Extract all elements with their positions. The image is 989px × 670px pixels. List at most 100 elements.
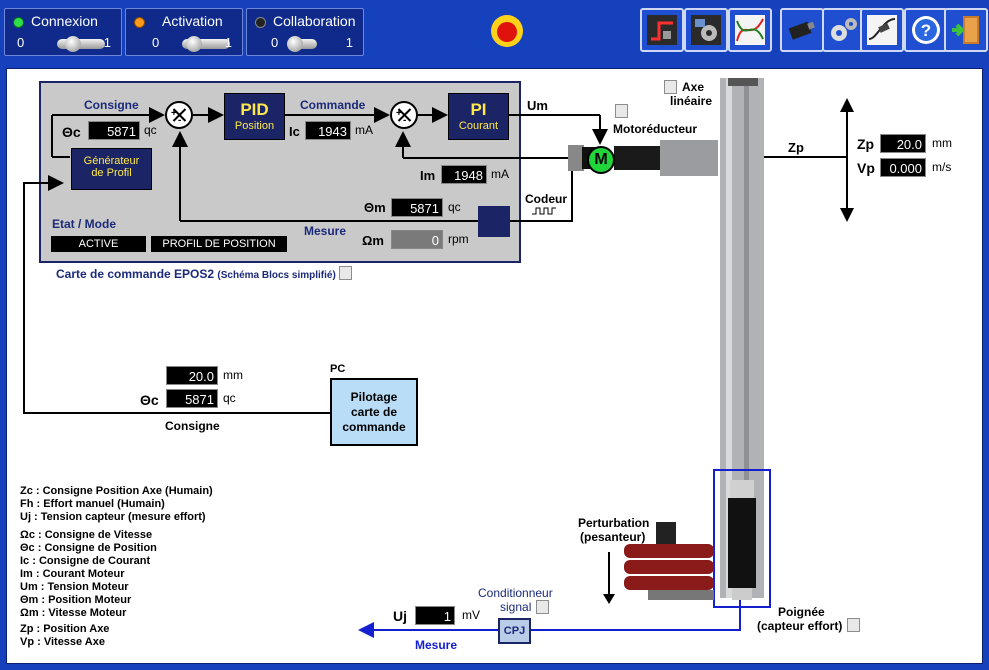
config-gear-button[interactable] bbox=[684, 8, 728, 52]
legend-item: Ωc : Consigne de Vitesse bbox=[20, 529, 153, 541]
exit-button[interactable] bbox=[944, 8, 988, 52]
activation-led-icon bbox=[134, 17, 145, 28]
vp-value: 0.000 bbox=[880, 158, 926, 177]
toggle-zero-label: 0 bbox=[271, 35, 279, 50]
encoder-pulse-icon bbox=[532, 207, 556, 215]
legend-item: Ωm : Vitesse Moteur bbox=[20, 607, 127, 619]
mesure-bottom-label: Mesure bbox=[415, 638, 458, 652]
pc-mm-value: 20.0 bbox=[166, 366, 218, 385]
axe-title-line1: Axe bbox=[682, 80, 705, 94]
activation-label: Activation bbox=[162, 13, 223, 29]
image-placeholder-icon bbox=[847, 618, 860, 632]
pc-theta-value: 5871 bbox=[166, 389, 218, 408]
im-label: Im bbox=[420, 168, 436, 183]
zp-arrow-label: Zp bbox=[788, 140, 804, 155]
plot-button[interactable] bbox=[728, 8, 772, 52]
board-subtitle: (Schéma Blocs simplifié) bbox=[217, 270, 336, 281]
ic-label: Ic bbox=[289, 124, 300, 139]
settings-gears-icon bbox=[831, 18, 857, 41]
theta-c-label: Θc bbox=[62, 124, 81, 140]
activation-toggle[interactable]: Activation 0 1 bbox=[125, 8, 243, 56]
theta-m-label: Θm bbox=[364, 200, 386, 215]
motoreducteur-label: Motoréducteur bbox=[613, 122, 697, 136]
sum-junction-current bbox=[390, 101, 418, 129]
motor-icon bbox=[788, 21, 815, 40]
pi-subtitle: Courant bbox=[458, 120, 499, 132]
legend-item: Θc : Consigne de Position bbox=[20, 542, 157, 554]
poignee-line1: Poignée bbox=[778, 605, 825, 619]
omega-m-value: 0 bbox=[391, 230, 443, 249]
pid-subtitle: Position bbox=[234, 120, 275, 132]
uj-label: Uj bbox=[393, 608, 407, 624]
ic-unit: mA bbox=[355, 123, 373, 137]
legend-item: Zp : Position Axe bbox=[20, 623, 110, 635]
perturbation-line1: Perturbation bbox=[578, 516, 650, 530]
pc-line2: carte de bbox=[350, 405, 398, 419]
exit-icon bbox=[952, 16, 979, 44]
pc-line1: Pilotage bbox=[350, 390, 398, 404]
sum-minus: - bbox=[178, 115, 182, 126]
pc-theta-unit: qc bbox=[223, 391, 236, 405]
emergency-stop-icon bbox=[491, 15, 523, 47]
step-response-icon bbox=[647, 15, 677, 45]
zp-value: 20.0 bbox=[880, 134, 926, 153]
legend-item: Vp : Vitesse Axe bbox=[20, 636, 105, 648]
image-placeholder-icon bbox=[615, 104, 628, 118]
toggle-one-label: 1 bbox=[345, 35, 353, 50]
toggle-one-label: 1 bbox=[103, 35, 111, 50]
switch-knob[interactable] bbox=[287, 36, 303, 52]
poignee-line2: (capteur effort) bbox=[757, 619, 843, 633]
zp-label: Zp bbox=[857, 136, 875, 152]
step-response-button[interactable] bbox=[640, 8, 684, 52]
omega-m-label: Ωm bbox=[362, 233, 384, 248]
toggle-zero-label: 0 bbox=[152, 35, 160, 50]
image-placeholder-icon bbox=[339, 266, 352, 280]
help-icon: ? bbox=[912, 16, 940, 44]
legend-item: Θm : Position Moteur bbox=[20, 594, 132, 606]
legend-item: Zc : Consigne Position Axe (Humain) bbox=[20, 485, 213, 497]
switch-knob[interactable] bbox=[186, 36, 202, 52]
legend-item: Ic : Consigne de Courant bbox=[20, 555, 151, 567]
connexion-toggle[interactable]: Connexion 0 1 bbox=[4, 8, 122, 56]
config-gear-icon bbox=[691, 15, 721, 45]
motor-symbol: M bbox=[587, 146, 615, 174]
vp-unit: m/s bbox=[932, 160, 952, 174]
im-unit: mA bbox=[491, 167, 509, 181]
switch-knob[interactable] bbox=[65, 36, 81, 52]
cpj-block: CPJ bbox=[498, 618, 531, 644]
legend-item: Fh : Effort manuel (Humain) bbox=[20, 498, 165, 510]
connexion-led-icon bbox=[13, 17, 24, 28]
sum-minus: - bbox=[403, 115, 407, 126]
legend-item: Uj : Tension capteur (mesure effort) bbox=[20, 511, 206, 523]
board-title: Carte de commande EPOS2 (Schéma Blocs si… bbox=[56, 267, 336, 281]
switch-track[interactable] bbox=[57, 39, 105, 49]
uj-unit: mV bbox=[462, 608, 480, 622]
axe-title-line2: linéaire bbox=[670, 94, 713, 108]
perturbation-line2: (pesanteur) bbox=[580, 530, 646, 544]
mode-indicator: PROFIL DE POSITION bbox=[151, 236, 287, 252]
top-toolbar: Connexion 0 1 Activation 0 1 Collaborati… bbox=[0, 0, 989, 62]
theta-c-value: 5871 bbox=[88, 121, 140, 140]
svg-text:?: ? bbox=[921, 21, 931, 40]
emergency-stop-button[interactable] bbox=[490, 14, 524, 48]
board-title-text: Carte de commande EPOS2 bbox=[56, 267, 215, 281]
generator-line1: Générateur bbox=[83, 155, 140, 167]
plot-icon bbox=[735, 15, 765, 45]
toggle-zero-label: 0 bbox=[17, 35, 25, 50]
pc-pilotage-block: Pilotage carte de commande bbox=[330, 378, 418, 446]
theta-m-unit: qc bbox=[448, 200, 461, 214]
etat-mode-label: Etat / Mode bbox=[52, 217, 117, 231]
collaboration-label: Collaboration bbox=[273, 13, 356, 29]
sum-plus: + bbox=[396, 108, 402, 119]
switch-track[interactable] bbox=[182, 39, 230, 49]
im-value: 1948 bbox=[441, 165, 487, 184]
help-button[interactable]: ? bbox=[904, 8, 948, 52]
collaboration-toggle[interactable]: Collaboration 0 1 bbox=[246, 8, 364, 56]
legend-list: Zc : Consigne Position Axe (Humain) Fh :… bbox=[20, 485, 213, 649]
generator-line2: de Profil bbox=[91, 167, 132, 179]
consigne-label: Consigne bbox=[84, 98, 139, 112]
motion-plot-button[interactable] bbox=[860, 8, 904, 52]
pc-consigne-label: Consigne bbox=[165, 419, 220, 433]
conditionneur-line2: signal bbox=[500, 600, 532, 614]
um-label: Um bbox=[527, 98, 548, 113]
